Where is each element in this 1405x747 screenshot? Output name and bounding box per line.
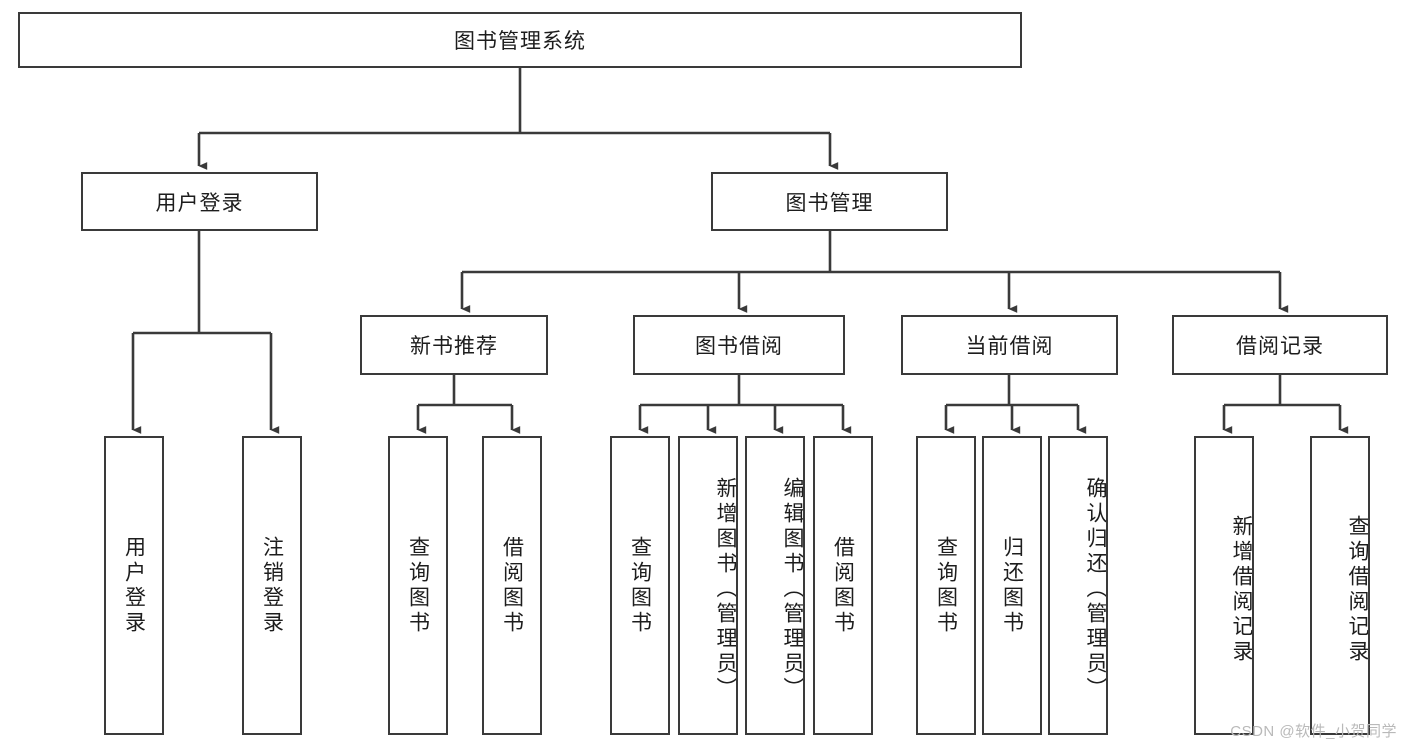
node-book-management[interactable]: 图书管理 — [711, 172, 948, 231]
node-label: 图书管理 — [785, 191, 874, 215]
leaf-logout-login[interactable]: 注销登录 — [242, 436, 302, 735]
leaf-query-book-newbook[interactable]: 查询图书 — [388, 436, 448, 735]
leaf-return-book[interactable]: 归还图书 — [982, 436, 1042, 735]
node-label: 借阅图书 — [831, 535, 855, 636]
leaf-user-login[interactable]: 用户登录 — [104, 436, 164, 735]
node-label: 查询借阅记录 — [1346, 514, 1369, 665]
node-borrow-record[interactable]: 借阅记录 — [1172, 315, 1388, 375]
node-label: 查询图书 — [934, 535, 958, 636]
leaf-confirm-return-admin[interactable]: 确认归还（管理员） — [1048, 436, 1108, 735]
csdn-watermark: CSDN @软件_小贺同学 — [1230, 723, 1397, 740]
leaf-edit-book-admin[interactable]: 编辑图书（管理员） — [745, 436, 805, 735]
leaf-add-borrow-record[interactable]: 新增借阅记录 — [1194, 436, 1254, 735]
node-user-login[interactable]: 用户登录 — [81, 172, 318, 231]
leaf-query-book-borrow[interactable]: 查询图书 — [610, 436, 670, 735]
node-label: 用户登录 — [155, 191, 244, 215]
leaf-add-book-admin[interactable]: 新增图书（管理员） — [678, 436, 738, 735]
node-label: 归还图书 — [1000, 535, 1024, 636]
node-root-system[interactable]: 图书管理系统 — [18, 12, 1022, 68]
node-label: 确认归还（管理员） — [1084, 477, 1107, 702]
leaf-query-book-current[interactable]: 查询图书 — [916, 436, 976, 735]
node-new-book-recommend[interactable]: 新书推荐 — [360, 315, 548, 375]
leaf-borrow-book-newbook[interactable]: 借阅图书 — [482, 436, 542, 735]
node-label: 查询图书 — [406, 535, 430, 636]
node-label: 图书管理系统 — [454, 30, 586, 53]
node-label: 新增图书（管理员） — [714, 477, 737, 702]
node-label: 新书推荐 — [410, 335, 498, 358]
node-label: 图书借阅 — [695, 335, 783, 358]
node-label: 当前借阅 — [965, 335, 1054, 358]
node-label: 编辑图书（管理员） — [781, 477, 804, 702]
node-label: 借阅记录 — [1236, 335, 1324, 358]
node-label: 查询图书 — [628, 535, 652, 636]
node-book-borrow[interactable]: 图书借阅 — [633, 315, 845, 375]
node-label: 借阅图书 — [500, 535, 524, 636]
node-label: 新增借阅记录 — [1230, 514, 1253, 665]
node-current-borrow[interactable]: 当前借阅 — [901, 315, 1118, 375]
node-label: 用户登录 — [122, 535, 146, 636]
node-label: 注销登录 — [260, 535, 284, 636]
leaf-borrow-book[interactable]: 借阅图书 — [813, 436, 873, 735]
leaf-query-borrow-record[interactable]: 查询借阅记录 — [1310, 436, 1370, 735]
